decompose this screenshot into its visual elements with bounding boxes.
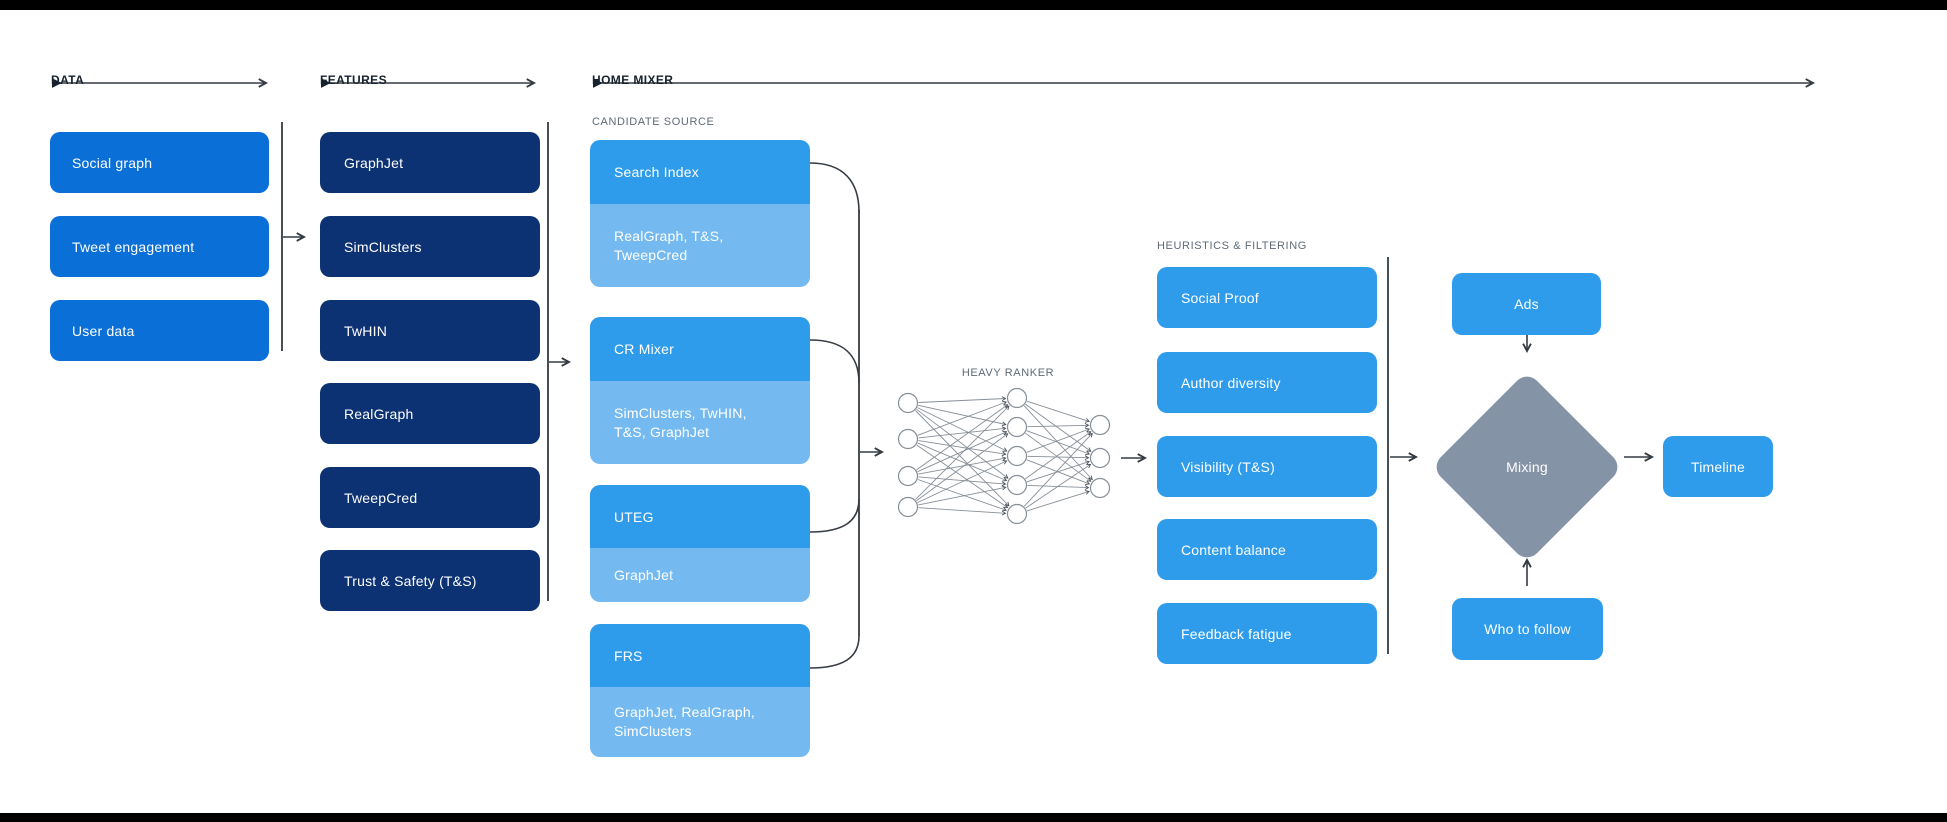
label-heuristics-filtering: HEURISTICS & FILTERING [1157, 240, 1307, 252]
letterbox-bottom [0, 813, 1947, 822]
feature-box-simclusters: SimClusters [320, 216, 540, 277]
data-box-tweet-engagement: Tweet engagement [50, 216, 269, 277]
feature-box-graphjet: GraphJet [320, 132, 540, 193]
feature-box-trust-safety: Trust & Safety (T&S) [320, 550, 540, 611]
timeline-output-box: Timeline [1663, 436, 1773, 497]
candidate-name: Search Index [590, 140, 810, 204]
candidate-block-frs: FRS GraphJet, RealGraph, SimClusters [590, 624, 810, 757]
diagram-canvas: DATA FEATURES HOME MIXER Social graph Tw… [0, 10, 1947, 813]
candidate-block-search-index: Search Index RealGraph, T&S, TweepCred [590, 140, 810, 287]
feature-box-tweepcred: TweepCred [320, 467, 540, 528]
heuristic-box-visibility: Visibility (T&S) [1157, 436, 1377, 497]
mixing-input-who-to-follow-box: Who to follow [1452, 598, 1603, 660]
letterbox-top [0, 0, 1947, 10]
label-heavy-ranker: HEAVY RANKER [961, 367, 1055, 379]
candidate-name: UTEG [590, 485, 810, 548]
connector-lines-layer [52, 78, 1816, 669]
data-box-user-data: User data [50, 300, 269, 361]
candidate-name: CR Mixer [590, 317, 810, 381]
candidate-features: SimClusters, TwHIN, T&S, GraphJet [590, 381, 810, 464]
mixing-diamond-label: Mixing [1506, 459, 1548, 475]
data-box-social-graph: Social graph [50, 132, 269, 193]
heuristic-box-social-proof: Social Proof [1157, 267, 1377, 328]
candidate-features: GraphJet [590, 548, 810, 602]
heavy-ranker-network [897, 387, 1111, 525]
feature-box-realgraph: RealGraph [320, 383, 540, 444]
candidate-block-uteg: UTEG GraphJet [590, 485, 810, 602]
candidate-block-cr-mixer: CR Mixer SimClusters, TwHIN, T&S, GraphJ… [590, 317, 810, 464]
heuristic-box-author-diversity: Author diversity [1157, 352, 1377, 413]
label-candidate-source: CANDIDATE SOURCE [592, 116, 715, 128]
section-header-home-mixer: HOME MIXER [592, 73, 674, 87]
heuristic-box-content-balance: Content balance [1157, 519, 1377, 580]
heuristic-box-feedback-fatigue: Feedback fatigue [1157, 603, 1377, 664]
section-header-data: DATA [51, 73, 85, 87]
feature-box-twhin: TwHIN [320, 300, 540, 361]
mixing-input-ads-box: Ads [1452, 273, 1601, 335]
candidate-features: RealGraph, T&S, TweepCred [590, 204, 810, 287]
section-header-features: FEATURES [320, 73, 387, 87]
candidate-features: GraphJet, RealGraph, SimClusters [590, 687, 810, 757]
candidate-name: FRS [590, 624, 810, 687]
